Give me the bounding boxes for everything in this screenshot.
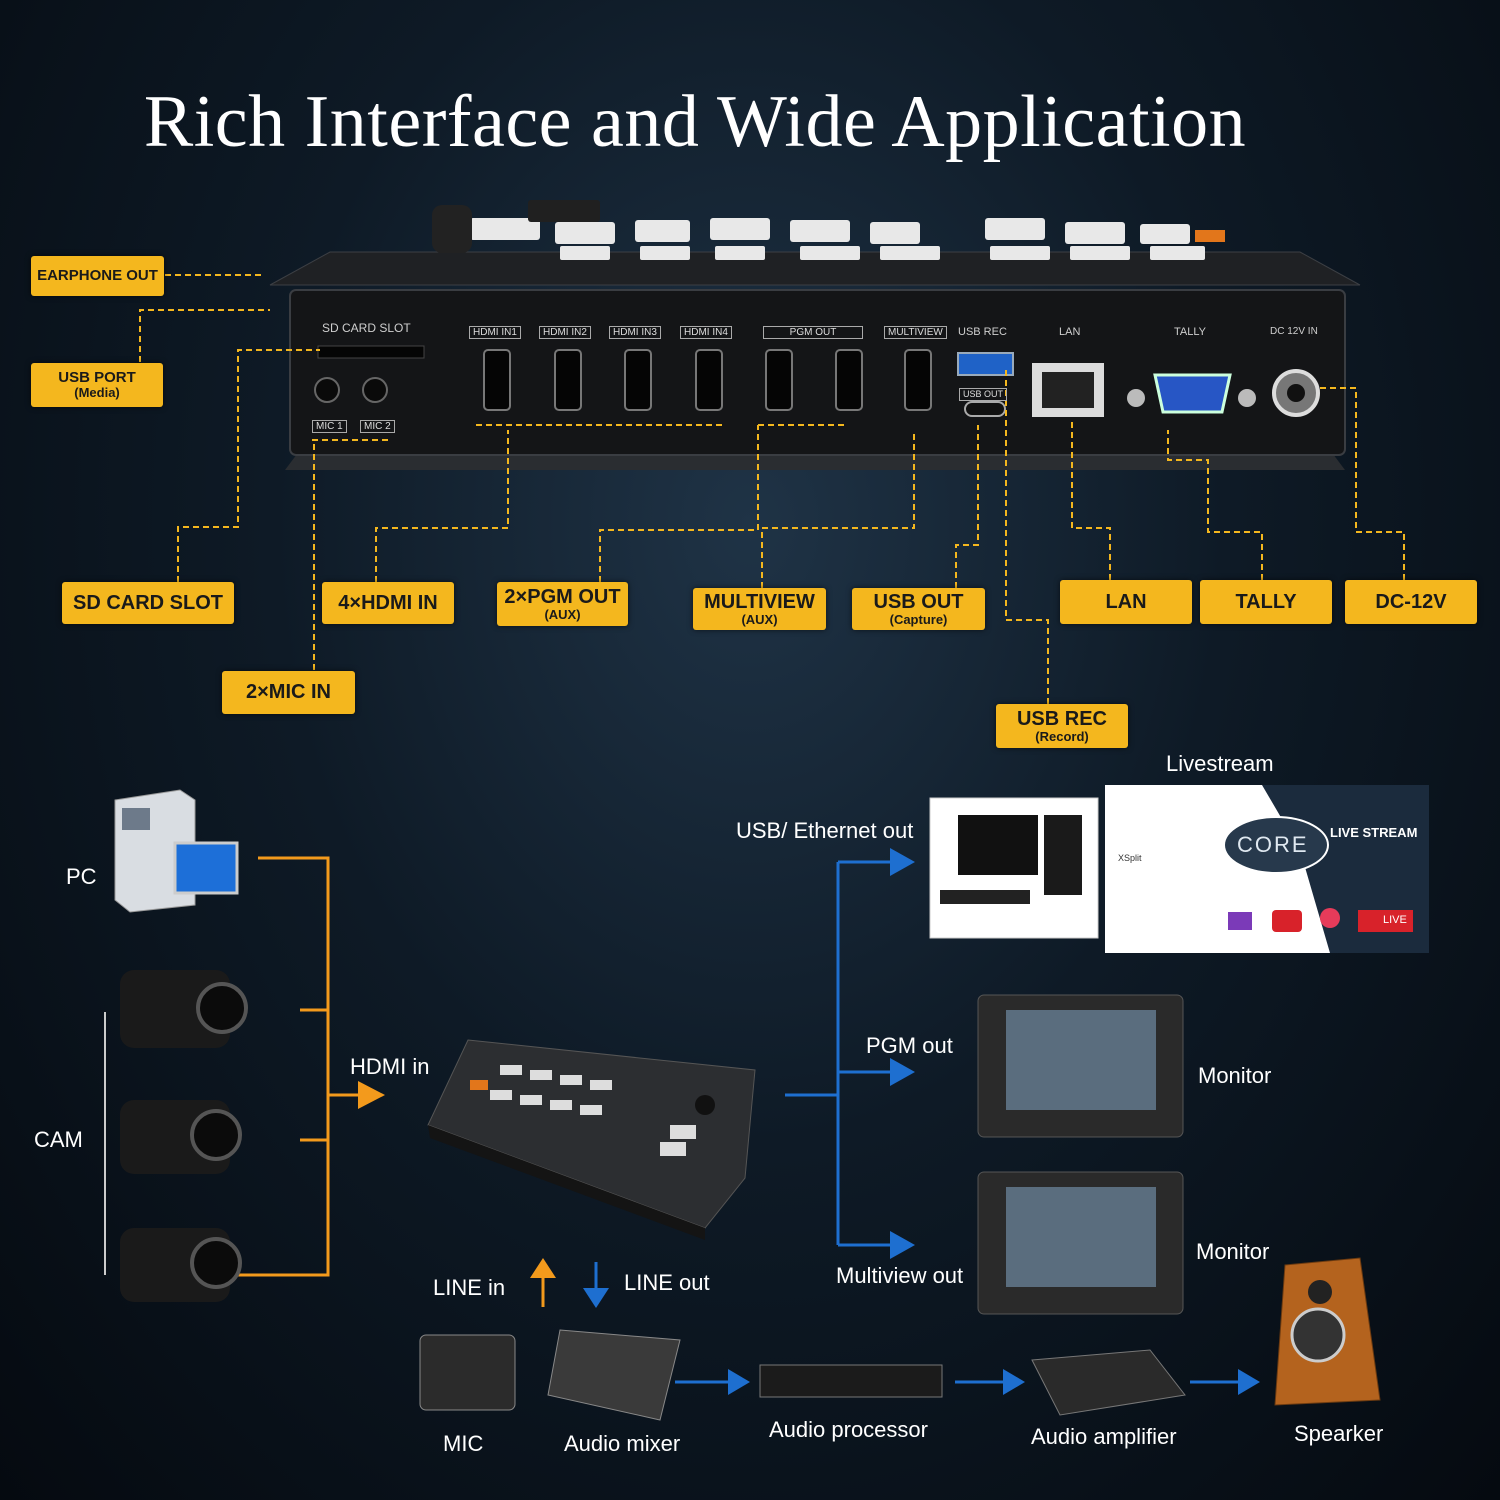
label-mic: MIC: [443, 1431, 484, 1456]
tag-usb-rec-text: USB REC: [1016, 707, 1107, 730]
tag-multiview-sub: (AUX): [741, 611, 778, 627]
panel-usb-out: USB OUT: [959, 388, 1008, 401]
panel-hdmi-in3: HDMI IN3: [609, 326, 661, 339]
label-monitor-2: Monitor: [1196, 1239, 1270, 1264]
switcher-front: [427, 1039, 756, 1240]
panel-mic1: MIC 1: [312, 420, 347, 433]
cameras: [120, 970, 248, 1302]
tag-tally-text: TALLY: [1235, 590, 1297, 613]
label-audio-processor: Audio processor: [769, 1417, 928, 1442]
tag-multiview-text: MULTIVIEW: [704, 590, 815, 613]
hdmi-in-arrow: [358, 1081, 385, 1109]
label-speaker: Spearker: [1294, 1421, 1384, 1446]
tag-lan: LAN: [1060, 580, 1192, 624]
panel-pgm-out: PGM OUT: [763, 326, 863, 339]
tag-mic-in: 2×MIC IN: [222, 671, 355, 714]
panel-hdmi-in4: HDMI IN4: [680, 326, 732, 339]
livestream-card: [1105, 785, 1429, 953]
monitors: [977, 994, 1184, 1315]
tag-sd-card-slot: SD CARD SLOT: [62, 582, 234, 624]
tag-pgm-out-text: 2×PGM OUT: [504, 585, 621, 608]
tag-pgm-out: 2×PGM OUT(AUX): [497, 582, 628, 626]
switcher-rear-panel: [269, 200, 1361, 470]
tag-earphone-out: EARPHONE OUT: [31, 256, 164, 296]
label-monitor-1: Monitor: [1198, 1063, 1272, 1088]
audio-gear: [419, 1257, 1381, 1421]
tag-multiview: MULTIVIEW(AUX): [693, 588, 826, 630]
panel-multiview: MULTIVIEW: [884, 326, 947, 339]
tag-dc-12v: DC-12V: [1345, 580, 1477, 624]
tag-usb-out: USB OUT(Capture): [852, 588, 985, 630]
tag-dc-12v-text: DC-12V: [1375, 590, 1447, 613]
tag-usb-port-text: USB PORT: [58, 369, 136, 387]
desktop-pc: [929, 797, 1099, 939]
label-cam: CAM: [34, 1127, 83, 1152]
line-in-arrow: [530, 1258, 556, 1278]
tag-usb-out-text: USB OUT: [873, 590, 964, 613]
stream-core-logo: CORE: [1237, 832, 1309, 857]
tag-sd-card-slot-text: SD CARD SLOT: [73, 591, 223, 614]
label-multiview-out: Multiview out: [836, 1263, 964, 1288]
tag-usb-port-sub: (Media): [74, 385, 120, 401]
label-line-out: LINE out: [624, 1270, 710, 1295]
label-audio-mixer: Audio mixer: [564, 1431, 681, 1456]
stream-live-stream: LIVE STREAM: [1330, 825, 1418, 840]
label-usb-ethernet-out: USB/ Ethernet out: [736, 818, 914, 843]
tag-usb-out-sub: (Capture): [889, 611, 948, 627]
tag-usb-port: USB PORT(Media): [31, 363, 163, 407]
panel-lan: LAN: [1059, 326, 1081, 338]
label-hdmi-in: HDMI in: [350, 1054, 430, 1079]
stream-live-badge: LIVE: [1383, 914, 1407, 926]
label-pc: PC: [66, 864, 97, 889]
panel-dc: DC 12V IN: [1270, 326, 1318, 337]
panel-tally: TALLY: [1174, 326, 1206, 338]
tag-lan-text: LAN: [1105, 590, 1147, 613]
page-title: Rich Interface and Wide Application: [143, 81, 1247, 163]
label-livestream: Livestream: [1166, 751, 1274, 776]
label-line-in: LINE in: [433, 1275, 506, 1300]
panel-hdmi-in2: HDMI IN2: [539, 326, 591, 339]
output-arrows: [583, 848, 1260, 1395]
label-audio-amplifier: Audio amplifier: [1031, 1424, 1177, 1449]
panel-sd-label: SD CARD SLOT: [322, 321, 411, 335]
pc-illustration: [114, 789, 239, 913]
tag-earphone-out-text: EARPHONE OUT: [37, 267, 158, 285]
tag-mic-in-text: 2×MIC IN: [245, 681, 332, 703]
tag-hdmi-in-text: 4×HDMI IN: [338, 591, 438, 614]
tag-pgm-out-sub: (AUX): [544, 606, 581, 622]
leader-lines: [139, 274, 1405, 704]
tag-hdmi-in: 4×HDMI IN: [322, 582, 454, 624]
tag-usb-rec: USB REC(Record): [996, 704, 1128, 748]
panel-hdmi-in1: HDMI IN1: [469, 326, 521, 339]
tag-tally: TALLY: [1200, 580, 1332, 624]
output-lines: [594, 860, 1240, 1384]
tag-usb-rec-sub: (Record): [1035, 728, 1089, 744]
stream-xsplit: XSplit: [1118, 853, 1142, 863]
panel-mic2: MIC 2: [360, 420, 395, 433]
label-pgm-out: PGM out: [866, 1033, 953, 1058]
panel-usb-rec: USB REC: [958, 326, 1007, 338]
